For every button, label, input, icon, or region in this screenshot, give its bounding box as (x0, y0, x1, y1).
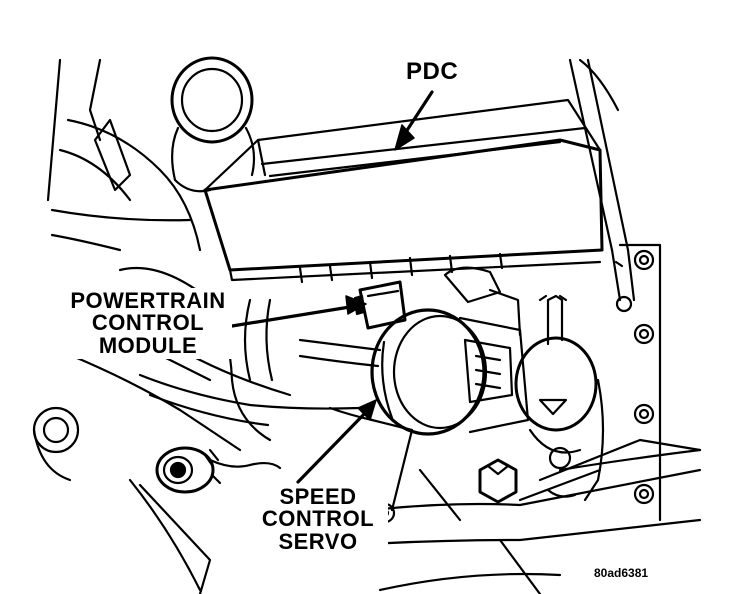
bolt-column (618, 243, 662, 522)
speed-control-servo (298, 266, 530, 524)
pcm-label-line-3: MODULE (98, 332, 198, 358)
figure-reference: 80ad6381 (594, 566, 649, 580)
servo-arrowhead (357, 399, 377, 421)
pcm-arrowhead (345, 295, 367, 315)
pdc-arrowhead (394, 124, 415, 151)
hex-nut (478, 458, 518, 504)
pcm-label-line-2: CONTROL (91, 310, 205, 336)
fender-edge (46, 58, 202, 252)
pcm-label: POWERTRAIN CONTROL MODULE (64, 288, 232, 360)
servo-label-line-2: CONTROL (261, 506, 375, 532)
speed-control-servo-label: SPEED CONTROL SERVO (248, 484, 388, 556)
pcm-label-line-1: POWERTRAIN (70, 288, 226, 313)
servo-label-line-1: SPEED (279, 484, 357, 509)
reservoir-cap (170, 56, 256, 193)
servo-leader-line (296, 406, 372, 484)
left-fitting (32, 406, 80, 482)
right-harness (568, 58, 636, 313)
pcm-leader-line (230, 304, 358, 328)
right-bracket (518, 438, 702, 502)
callout-leaders (230, 90, 434, 484)
ribbed-cap (155, 446, 282, 494)
servo-label-line-3: SERVO (278, 528, 358, 554)
pdc-label: PDC (406, 58, 459, 85)
vacuum-canister (514, 294, 605, 502)
